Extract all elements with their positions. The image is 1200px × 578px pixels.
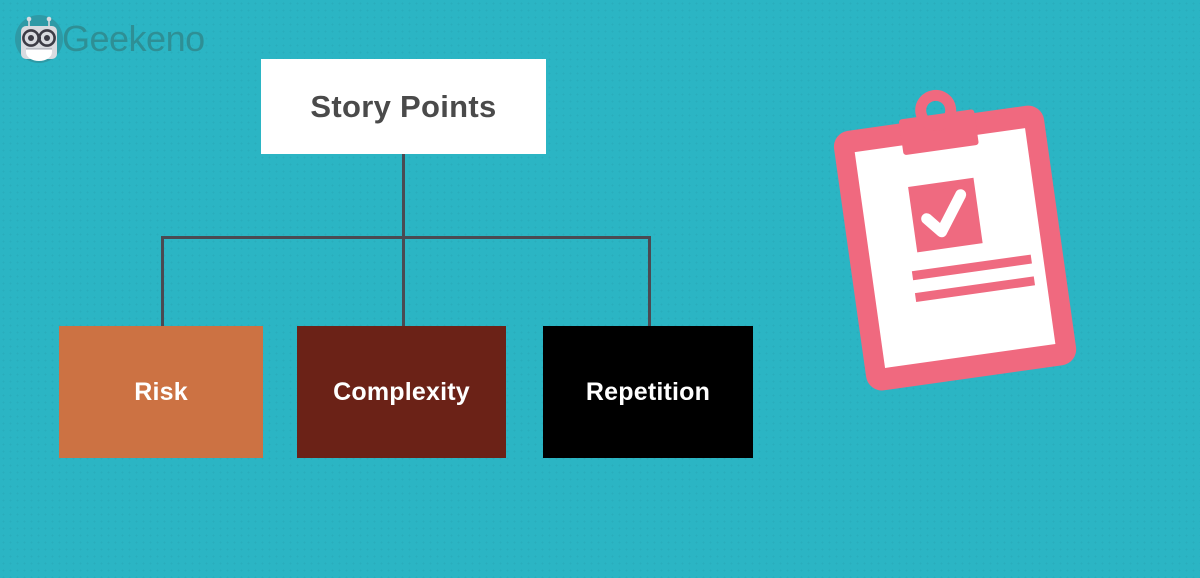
brand-name: Geekeno: [62, 18, 205, 59]
node-complexity-label: Complexity: [333, 377, 470, 406]
node-repetition-label: Repetition: [585, 377, 711, 406]
brand-logo[interactable]: Geekeno: [14, 14, 205, 64]
connector-drop-repetition: [648, 236, 651, 328]
node-story-points-label: Story Points: [310, 88, 497, 124]
node-repetition[interactable]: Repetition: [543, 326, 753, 458]
node-risk-label: Risk: [134, 377, 188, 406]
clipboard-checklist-icon: [820, 88, 1105, 393]
node-story-points[interactable]: Story Points: [261, 59, 546, 154]
connector-root-stem: [402, 154, 405, 238]
connector-horizontal-bus: [161, 236, 651, 239]
connector-drop-risk: [161, 236, 164, 328]
connector-drop-complexity: [402, 236, 405, 328]
robot-head-icon: [14, 14, 64, 64]
node-risk[interactable]: Risk: [59, 326, 263, 458]
node-complexity[interactable]: Complexity: [297, 326, 506, 458]
